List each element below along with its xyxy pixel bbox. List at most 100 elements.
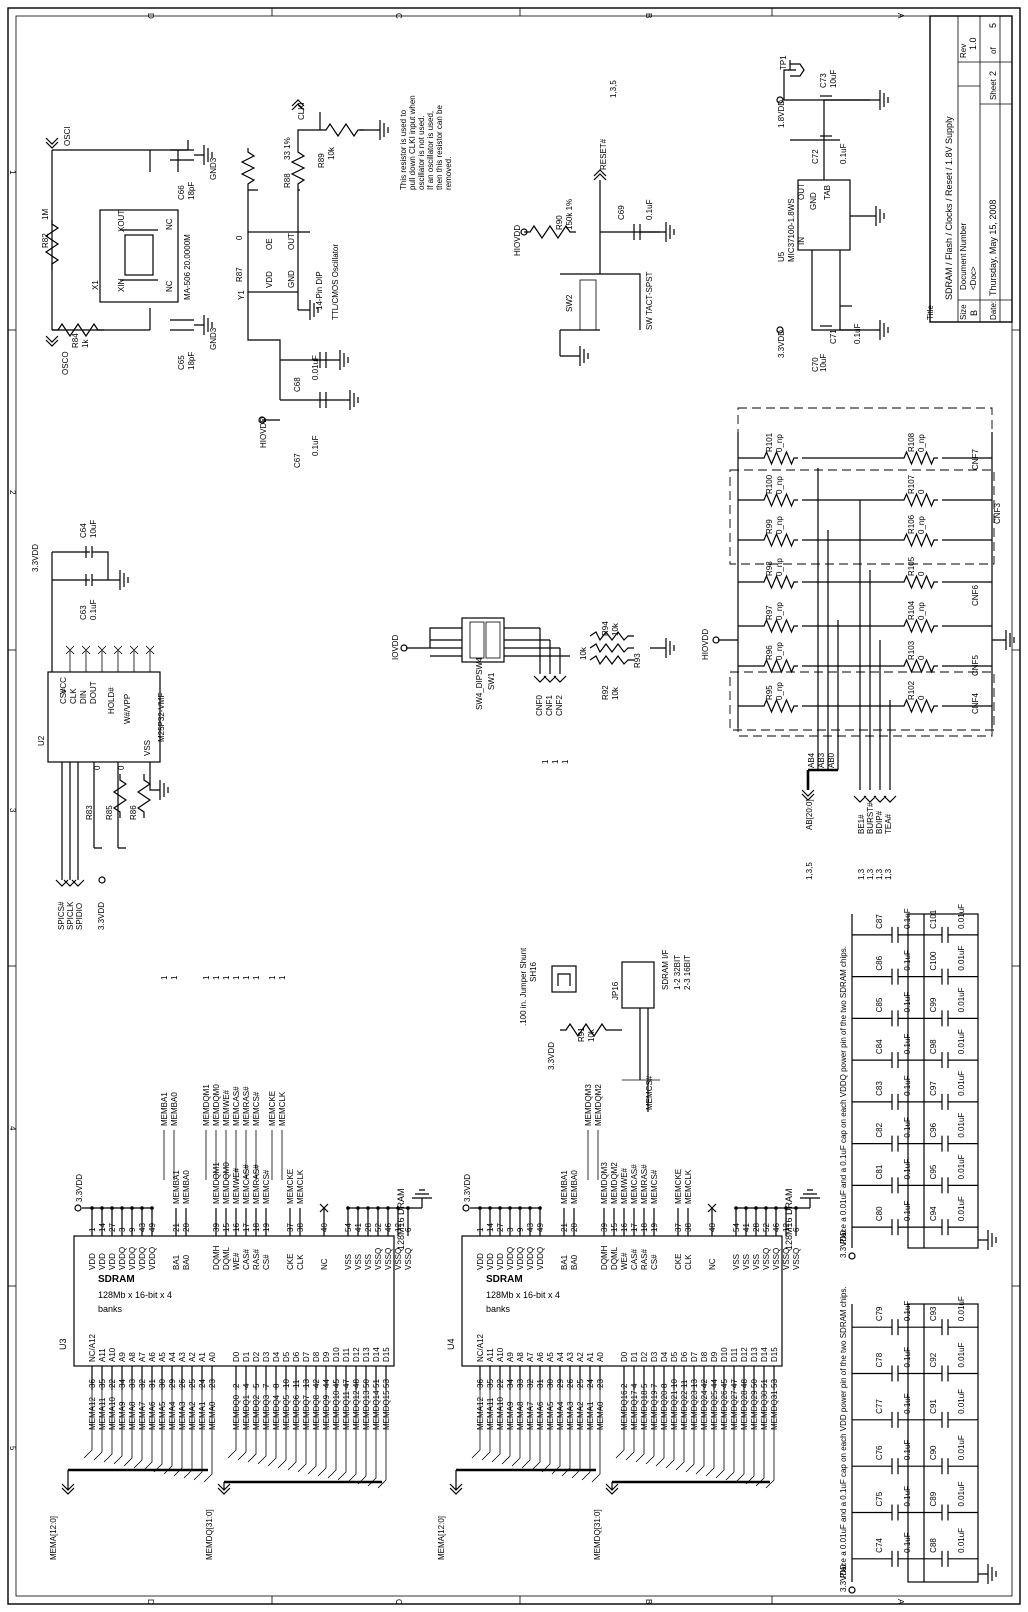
sdram-pin-name: VSSQ — [772, 1248, 781, 1270]
r91-ref: R91 — [577, 1027, 586, 1042]
addr-wire — [471, 1390, 481, 1459]
sdram-pin-name: D5 — [670, 1351, 679, 1362]
ground-icon — [412, 1189, 432, 1208]
hiovdd-reset: HIOVDD — [513, 225, 522, 256]
cnf4-group — [729, 671, 995, 731]
sdram-net-label: MEMCLK — [684, 1169, 693, 1204]
data-wire — [247, 1390, 257, 1463]
c68-value: 0.01uF — [311, 355, 320, 380]
sdram-pin-name: D0 — [232, 1351, 241, 1362]
sdram-pin-num: 44 — [710, 1379, 719, 1388]
offsheet-net-label: MEMRAS# — [242, 1086, 251, 1126]
junction-dot — [376, 1206, 380, 1210]
sdram-net-label: MEMDQ24 — [700, 1390, 709, 1430]
cnf-left-value: 0_np — [775, 558, 784, 576]
zone-row-top-1: C — [394, 13, 403, 19]
cnf-left-ref: R98 — [765, 561, 774, 576]
cnf-left-resistor — [760, 492, 798, 508]
cnf-left-resistor — [760, 658, 798, 674]
sdram-net-label: MEMDQ1 — [242, 1394, 251, 1430]
sdram-pin-num: 3 — [506, 1227, 515, 1232]
sdram-pin-num: 53 — [770, 1379, 779, 1388]
sdram-net-label: MEMA3 — [566, 1401, 575, 1430]
v33-jumper: 3.3VDD — [547, 1042, 556, 1070]
sdram-pin-num: 18 — [640, 1223, 649, 1232]
hiovdd-clk: HIOVDD — [259, 417, 268, 448]
decap-ref: C87 — [875, 914, 884, 929]
sdram-desc-2: banks — [98, 1304, 123, 1314]
u2-pin-wvpp: W#/VPP — [123, 694, 132, 724]
y1-body — [247, 231, 299, 293]
sdram-pin-name: D3 — [262, 1351, 271, 1362]
sdram-pin-name: BA1 — [172, 1254, 181, 1270]
sdram-pin-num: 25 — [188, 1379, 197, 1388]
cnf5-label: CNF5 — [971, 655, 980, 676]
sdram-pin-num: 15 — [222, 1223, 231, 1232]
cnf-left-ref: R97 — [765, 605, 774, 620]
decap-value: 0.01uF — [957, 1342, 966, 1367]
sdram-pin-name: D10 — [720, 1347, 729, 1362]
sdram-pin-name: NC/A12 — [476, 1333, 485, 1362]
sdram-net-label: MEMA9 — [118, 1401, 127, 1430]
cnf-right-ref: R104 — [907, 600, 916, 620]
decap-value: 0.01uF — [957, 1071, 966, 1096]
ldo-regulator-circuit: IN OUT GND TAB U5 MIC37100-1.8WS TP1 1.8… — [776, 55, 889, 372]
cnf-right-value: 0_np — [917, 516, 926, 534]
cnf-right-resistor — [900, 574, 938, 590]
sdram-pin-num: 27 — [108, 1223, 117, 1232]
v33-ldo-net: 3.3VDD — [777, 330, 786, 358]
sdram-pin-name: D1 — [242, 1351, 251, 1362]
sdram-part: 128M16 DRAM — [396, 1188, 406, 1250]
data-wire — [277, 1390, 287, 1469]
addr-wire — [193, 1390, 203, 1481]
burst-page: 1,3 — [866, 868, 875, 880]
data-bus-label: MEMDQ[31:0] — [593, 1509, 602, 1560]
junction-dot — [734, 1206, 738, 1210]
data-wire — [675, 1390, 685, 1471]
sdram-pin-num: 41 — [742, 1223, 751, 1232]
cnf6-label: CNF6 — [971, 585, 980, 606]
sdram-net-label: MEMDQ21 — [670, 1390, 679, 1430]
cnf-right-ref: R108 — [907, 432, 916, 452]
decap-value: 0.01uF — [957, 1029, 966, 1054]
decap-value: 0.1uF — [903, 1393, 912, 1414]
sdram-net-label: MEMDQ5 — [282, 1394, 291, 1430]
sdram-net-label: MEMCAS# — [242, 1164, 251, 1204]
sdram-net-label: MEMDQ18 — [640, 1390, 649, 1430]
sdram-pin-num: 40 — [320, 1223, 329, 1232]
cnf-left-ref: R100 — [765, 474, 774, 494]
u5-pin-in: IN — [797, 237, 806, 245]
decap-ref: C92 — [929, 1352, 938, 1367]
sdram-pin-num: 34 — [506, 1379, 515, 1388]
x1-ref: X1 — [91, 280, 100, 290]
addr-wire — [173, 1390, 183, 1477]
sdram-pin-num: 49 — [148, 1223, 157, 1232]
sdram-pin-num: 28 — [364, 1223, 373, 1232]
sdram-pin-num: 39 — [600, 1223, 609, 1232]
r94-ref: R94 — [601, 621, 610, 636]
sdram-pin-name: D11 — [730, 1347, 739, 1362]
addr-wire — [203, 1390, 213, 1483]
data-wire — [635, 1390, 645, 1463]
c65-ref: C65 — [177, 355, 186, 370]
sdram-pin-name: A7 — [138, 1352, 147, 1362]
clock-oscillator-circuit: VDD OE OUT GND Y1 14-Pin DIP TTL/CMOS Os… — [235, 95, 453, 468]
zone-row-top-2: B — [644, 13, 653, 18]
decap-value: 0.1uF — [903, 1075, 912, 1096]
sdram-pin-num: 1 — [88, 1227, 97, 1232]
sdram-net-label: MEMDQ20 — [660, 1390, 669, 1430]
sdram-pin-num: 47 — [730, 1379, 739, 1388]
offsheet-net-label: MEMCKE — [268, 1091, 277, 1126]
c71-value: 0.1uF — [853, 323, 862, 344]
r88-ref: R88 — [283, 173, 292, 188]
sdram-pin-num: 2 — [620, 1383, 629, 1388]
sdram-pin-name: VDDQ — [128, 1247, 137, 1270]
clki-net: CLKI — [297, 102, 306, 120]
pin-xin: XIN — [117, 278, 126, 292]
sdram-pin-name: D9 — [710, 1351, 719, 1362]
c67-ref: C67 — [293, 453, 302, 468]
cnf-right-value: 0 — [917, 489, 926, 494]
sdram-pin-name: VSS — [752, 1254, 761, 1270]
burst-net: BURST# — [866, 802, 875, 834]
